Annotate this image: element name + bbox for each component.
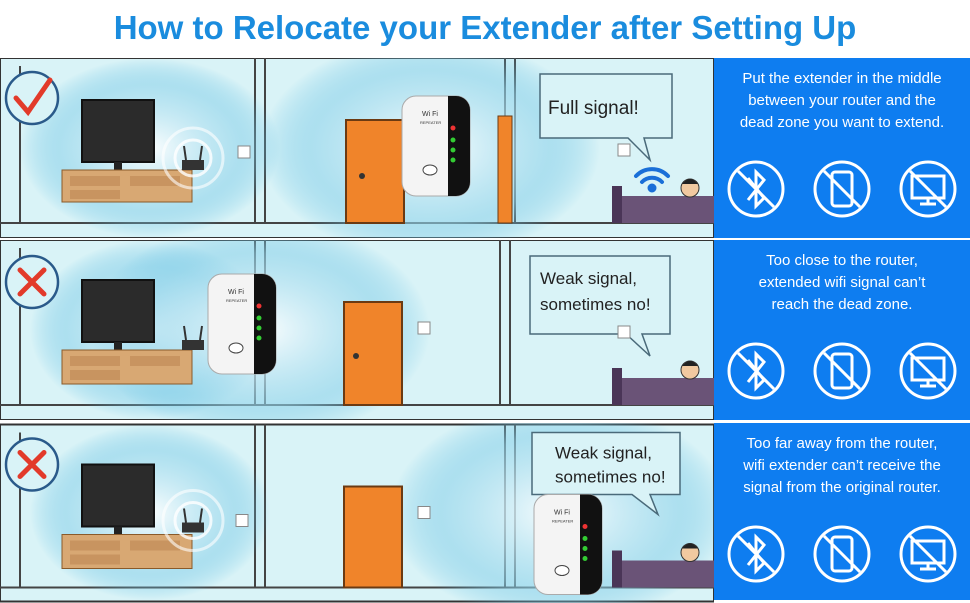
router-icon	[161, 489, 225, 552]
wall-outlet	[235, 514, 249, 527]
correct-check-icon	[4, 70, 60, 126]
bed-with-person	[612, 178, 714, 223]
speech-bubble: Weak signal, sometimes no!	[529, 255, 671, 357]
scenario-row-3: Weak signal, sometimes no! Wi Fi REPEATE…	[0, 423, 970, 603]
tv-cabinet	[61, 534, 193, 569]
device-brand-label: Wi Fi	[554, 510, 570, 517]
bluetooth-icon	[727, 342, 785, 400]
wall-outlet	[237, 145, 251, 159]
bubble-line-2: sometimes no!	[555, 468, 666, 487]
phone-icon	[813, 342, 871, 400]
panel-line-2: extended wifi signal can’t	[758, 274, 926, 291]
room-scene-1: Wi Fi REPEATER Full signal!	[0, 58, 714, 238]
wifi-icon	[634, 167, 670, 193]
bubble-line-1: Weak signal,	[540, 269, 637, 288]
bed-with-person	[612, 360, 714, 405]
router-icon	[161, 126, 225, 190]
wifi-extender-device: Wi Fi REPEATER	[401, 95, 471, 197]
panel-text: Too far away from the router, wifi exten…	[714, 433, 970, 499]
wrong-x-icon	[4, 254, 60, 310]
panel-text: Put the extender in the middle between y…	[714, 68, 970, 134]
wall-outlet	[417, 321, 431, 335]
tv-cabinet	[61, 349, 193, 385]
monitor-icon	[899, 160, 957, 218]
bubble-line-1: Weak signal,	[555, 444, 652, 463]
device-model-label: REPEATER	[420, 120, 441, 125]
instruction-panel-1: Put the extender in the middle between y…	[714, 58, 970, 238]
phone-icon	[813, 160, 871, 218]
wifi-extender-device: Wi Fi REPEATER	[207, 273, 277, 375]
device-brand-label: Wi Fi	[228, 289, 244, 296]
panel-line-1: Put the extender in the middle	[742, 70, 942, 87]
instruction-panel-3: Too far away from the router, wifi exten…	[714, 423, 970, 600]
tv-cabinet	[61, 169, 193, 203]
instruction-panel-2: Too close to the router, extended wifi s…	[714, 240, 970, 420]
bubble-line-1: Full signal!	[548, 98, 639, 119]
speech-bubble: Full signal!	[539, 73, 673, 163]
panel-line-3: reach the dead zone.	[771, 296, 913, 313]
bubble-line-2: sometimes no!	[540, 295, 651, 314]
panel-line-1: Too close to the router,	[766, 252, 918, 269]
door	[343, 485, 403, 589]
room-scene-3: Weak signal, sometimes no! Wi Fi REPEATE…	[0, 423, 714, 603]
page-title: How to Relocate your Extender after Sett…	[113, 9, 857, 46]
phone-icon	[813, 525, 871, 583]
door	[343, 301, 403, 406]
room-scene-2: Wi Fi REPEATER Weak signal, sometimes no…	[0, 240, 714, 420]
device-brand-label: Wi Fi	[422, 111, 438, 118]
wifi-extender-device: Wi Fi REPEATER	[533, 494, 603, 595]
bed-with-person	[612, 543, 714, 588]
tv-icon	[81, 463, 155, 535]
panel-text: Too close to the router, extended wifi s…	[714, 250, 970, 316]
monitor-icon	[899, 525, 957, 583]
panel-line-1: Too far away from the router,	[746, 435, 938, 452]
panel-line-3: signal from the original router.	[743, 479, 941, 496]
router-icon	[182, 325, 204, 350]
door	[345, 119, 405, 224]
wall-outlet	[417, 506, 431, 519]
bluetooth-icon	[727, 525, 785, 583]
interference-icons	[727, 525, 957, 583]
interference-icons	[727, 342, 957, 400]
wall-outlet	[617, 325, 631, 339]
panel-line-2: between your router and the	[748, 92, 936, 109]
tv-icon	[81, 99, 155, 170]
monitor-icon	[899, 342, 957, 400]
wall-outlet	[617, 143, 631, 157]
panel-line-2: wifi extender can’t receive the	[743, 457, 941, 474]
device-model-label: REPEATER	[552, 519, 573, 524]
tv-icon	[81, 279, 155, 350]
wrong-x-icon	[4, 437, 60, 492]
panel-line-3: dead zone you want to extend.	[739, 114, 945, 131]
door-side	[497, 115, 513, 224]
scenario-row-1: Wi Fi REPEATER Full signal!	[0, 58, 970, 238]
scenario-row-2: Wi Fi REPEATER Weak signal, sometimes no…	[0, 240, 970, 420]
bluetooth-icon	[727, 160, 785, 218]
interference-icons	[727, 160, 957, 218]
device-model-label: REPEATER	[226, 298, 247, 303]
